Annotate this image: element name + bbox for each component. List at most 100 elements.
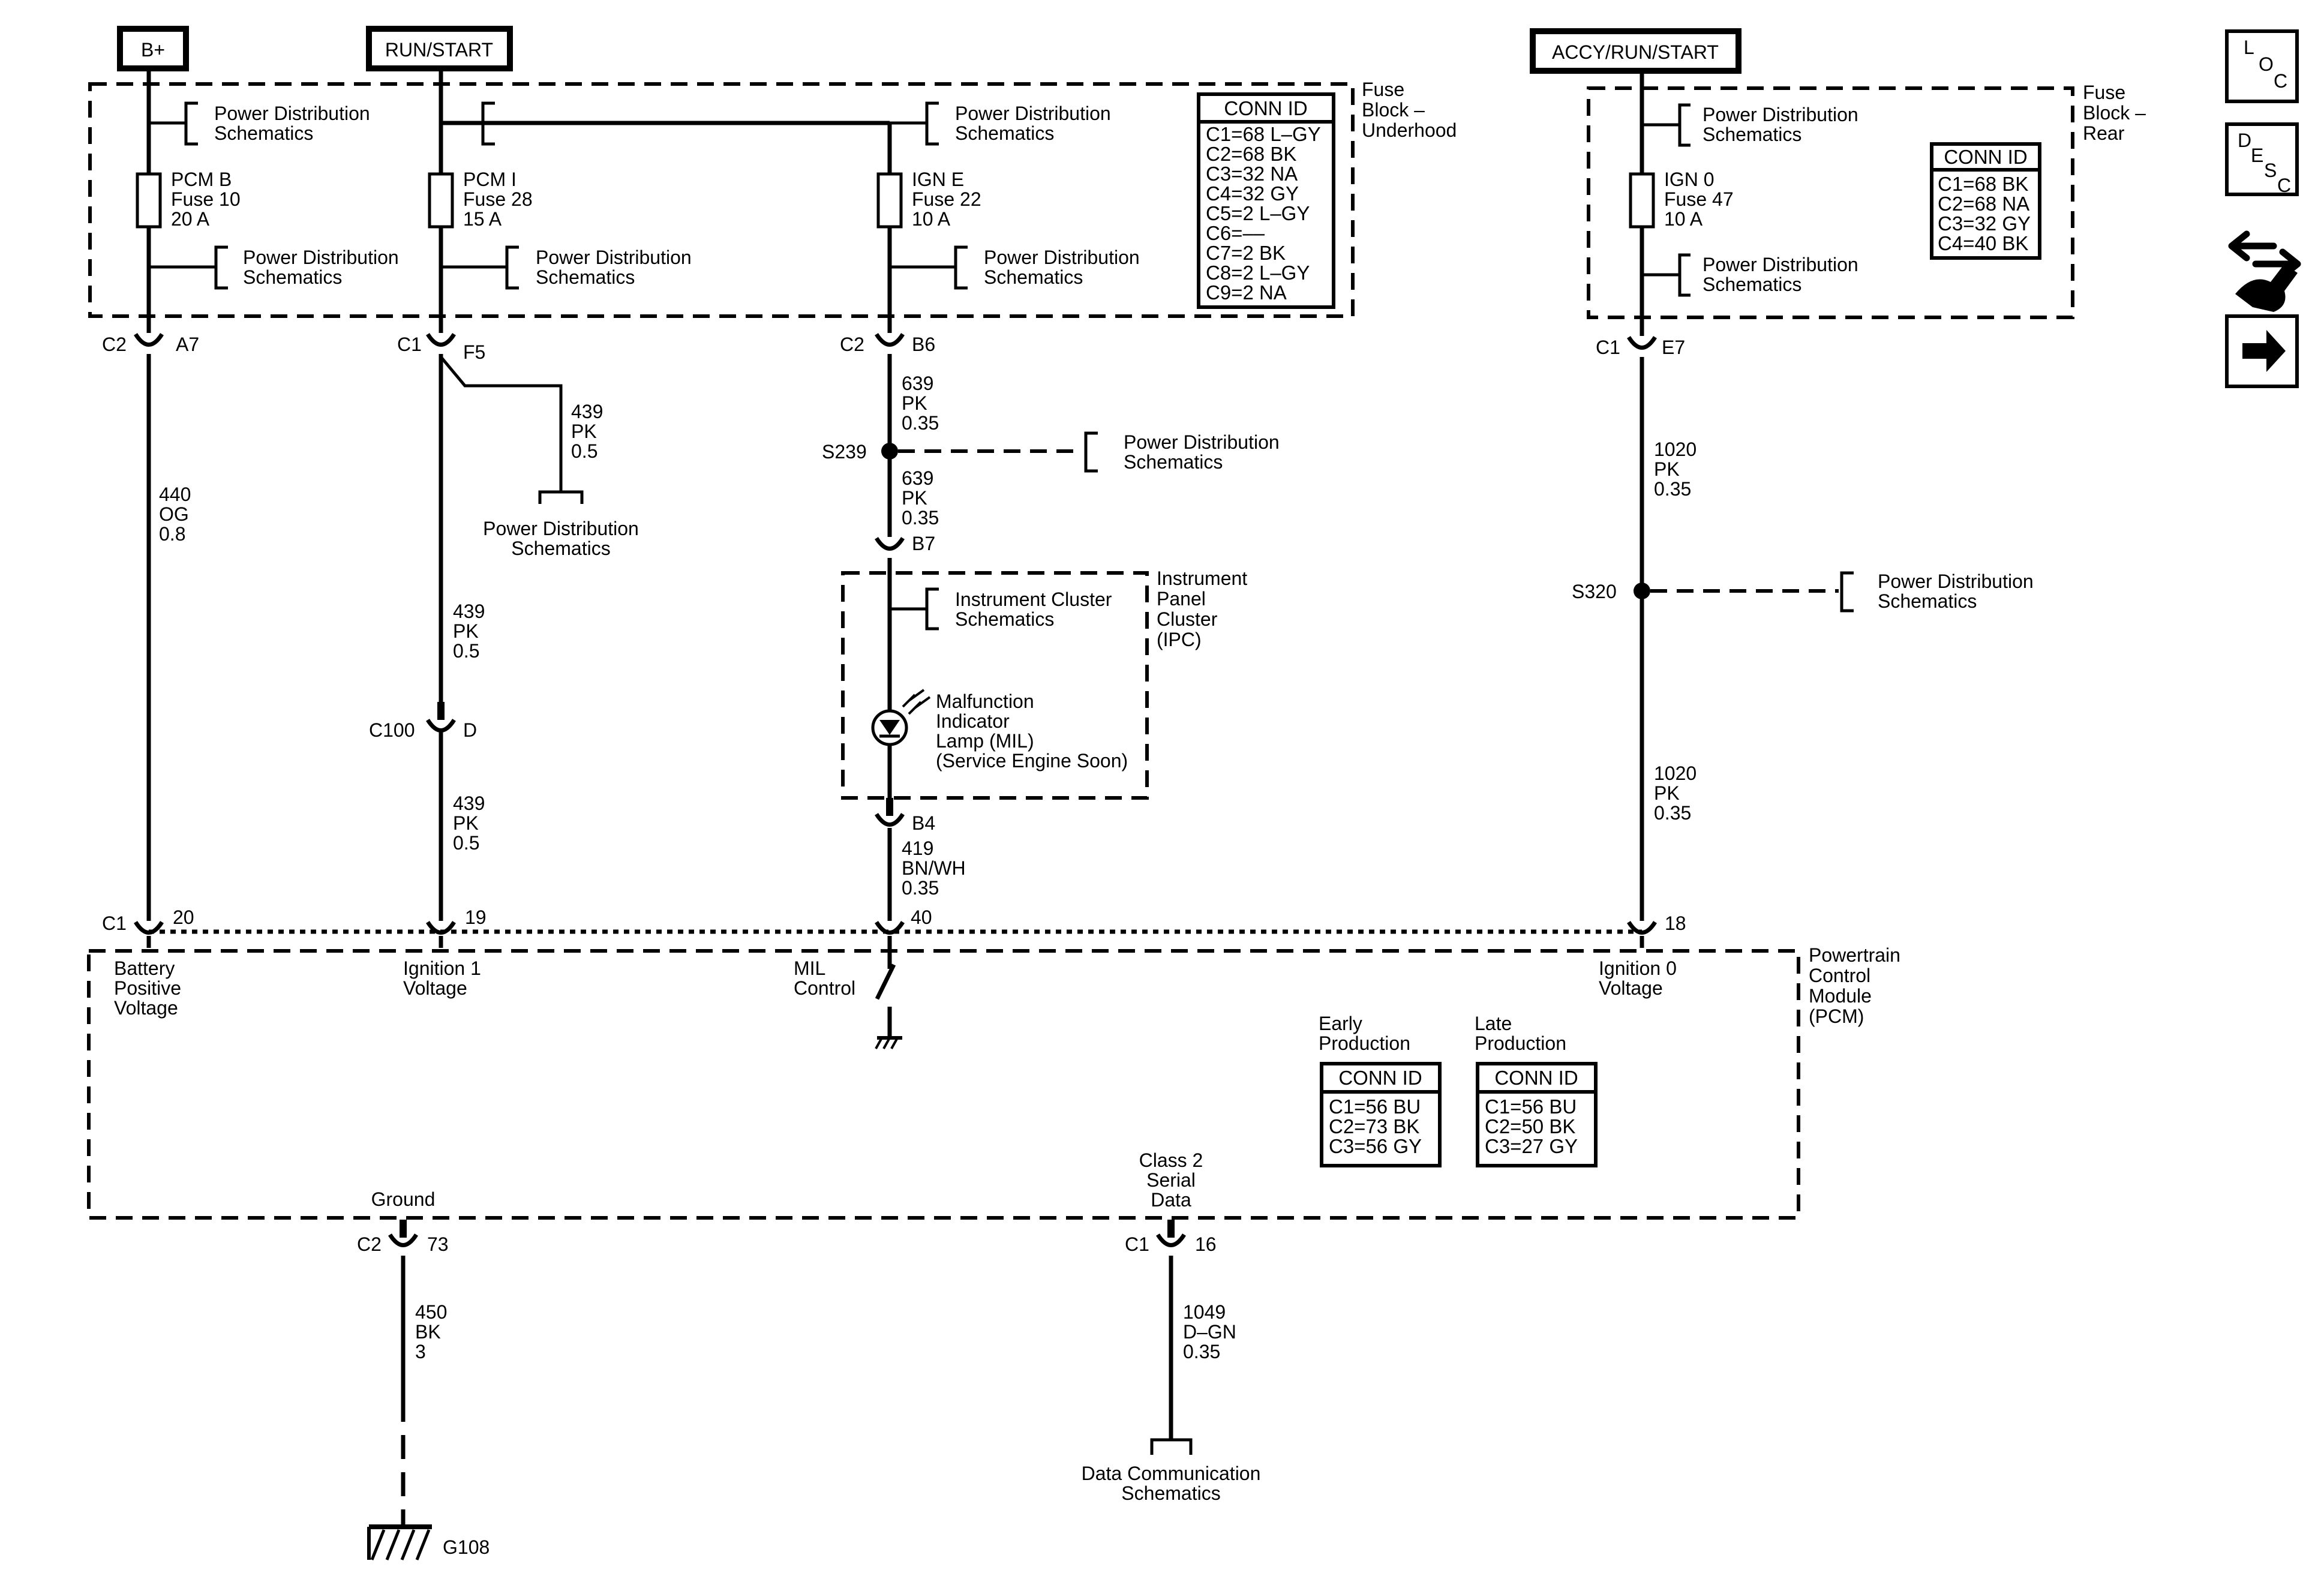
svg-text:0.5: 0.5: [453, 832, 479, 854]
svg-text:Data Communication: Data Communication: [1082, 1463, 1261, 1484]
svg-text:0.5: 0.5: [571, 440, 597, 462]
svg-text:Schematics: Schematics: [1121, 1482, 1220, 1504]
svg-text:IGN 0: IGN 0: [1664, 169, 1715, 190]
svg-text:C2=68 NA: C2=68 NA: [1938, 193, 2029, 215]
svg-text:(Service Engine Soon): (Service Engine Soon): [936, 750, 1128, 772]
svg-text:0.35: 0.35: [902, 877, 939, 899]
svg-text:C: C: [2274, 70, 2287, 92]
svg-text:PK: PK: [453, 620, 479, 642]
svg-text:Voltage: Voltage: [1599, 977, 1663, 999]
svg-text:C2=50 BK: C2=50 BK: [1485, 1115, 1575, 1137]
svg-text:Data: Data: [1151, 1189, 1191, 1211]
svg-text:C5=2 L–GY: C5=2 L–GY: [1206, 202, 1310, 224]
svg-text:0.35: 0.35: [1654, 478, 1691, 500]
svg-text:O: O: [2259, 53, 2274, 75]
svg-text:639: 639: [902, 373, 933, 394]
svg-text:Fuse 22: Fuse 22: [912, 188, 981, 210]
svg-text:10 A: 10 A: [912, 208, 951, 230]
fuse-block-rear: Fuse Block – Rear CONN ID C1=68 BK C2=68…: [1587, 82, 2146, 319]
svg-text:439: 439: [453, 792, 485, 814]
svg-text:1020: 1020: [1654, 439, 1697, 460]
conn-id-table-rear: CONN ID C1=68 BK C2=68 NA C3=32 GY C4=40…: [1930, 142, 2041, 260]
svg-text:Positive: Positive: [114, 977, 181, 999]
svg-text:BN/WH: BN/WH: [902, 857, 966, 879]
svg-text:(IPC): (IPC): [1157, 629, 1202, 650]
svg-text:G108: G108: [443, 1536, 490, 1558]
svg-text:Schematics: Schematics: [214, 122, 313, 144]
circuit-battery-positive: Power Distribution Schematics PCM B Fuse…: [102, 68, 399, 921]
svg-text:PK: PK: [1654, 458, 1680, 480]
svg-text:0.5: 0.5: [453, 640, 479, 662]
svg-text:F5: F5: [463, 341, 485, 363]
svg-text:Schematics: Schematics: [1124, 451, 1223, 473]
fuse-pcm-b: [136, 172, 162, 229]
svg-text:PK: PK: [1654, 782, 1680, 804]
mil-lamp-icon: [871, 689, 931, 746]
svg-text:C8=2 L–GY: C8=2 L–GY: [1206, 262, 1310, 284]
svg-text:Power Distribution: Power Distribution: [1703, 254, 1858, 275]
power-source-accy-run-start: ACCY/RUN/START: [1530, 28, 1742, 74]
svg-text:C1=68 BK: C1=68 BK: [1938, 173, 2028, 195]
desc-icon[interactable]: D E S C: [2225, 122, 2299, 196]
connector-repair-icon[interactable]: [2228, 230, 2301, 312]
svg-text:20 A: 20 A: [171, 208, 210, 230]
svg-text:Fuse: Fuse: [1362, 79, 1404, 100]
svg-text:C3=32 GY: C3=32 GY: [1938, 212, 2031, 235]
circuit-ignition-1: PCM I Fuse 28 15 A Power Distribution Sc…: [369, 68, 692, 921]
svg-text:CONN ID: CONN ID: [1338, 1067, 1422, 1089]
svg-text:Power Distribution: Power Distribution: [1703, 104, 1858, 125]
svg-text:1049: 1049: [1183, 1301, 1226, 1323]
fuse-ign-e: [876, 172, 903, 229]
svg-text:73: 73: [427, 1233, 449, 1255]
circuit-class2-data: C1 16 1049 D–GN 0.35 Data Communication …: [1082, 1220, 1261, 1504]
svg-text:20: 20: [173, 906, 194, 928]
svg-text:E7: E7: [1662, 337, 1685, 358]
svg-text:E: E: [2251, 145, 2263, 166]
svg-text:Power Distribution: Power Distribution: [1878, 571, 2034, 592]
svg-text:BK: BK: [415, 1321, 441, 1343]
svg-text:C2=73 BK: C2=73 BK: [1329, 1115, 1419, 1137]
svg-text:Rear: Rear: [2083, 122, 2125, 144]
svg-text:CONN ID: CONN ID: [1494, 1067, 1578, 1089]
svg-text:Fuse: Fuse: [2083, 82, 2125, 103]
svg-text:A7: A7: [176, 334, 199, 355]
svg-text:16: 16: [1195, 1233, 1217, 1255]
svg-text:Power Distribution: Power Distribution: [214, 103, 370, 124]
svg-text:Battery: Battery: [114, 957, 175, 979]
pcm-connector-c1: C1 20 19 40 18: [102, 906, 1686, 954]
svg-text:PK: PK: [571, 421, 597, 442]
svg-text:ACCY/RUN/START: ACCY/RUN/START: [1552, 41, 1719, 63]
svg-text:0.35: 0.35: [1654, 802, 1691, 824]
svg-text:0.35: 0.35: [1183, 1341, 1220, 1362]
svg-text:CONN ID: CONN ID: [1224, 97, 1307, 119]
next-page-arrow-icon[interactable]: [2225, 314, 2299, 388]
svg-text:C1: C1: [1125, 1233, 1149, 1255]
svg-text:Power Distribution: Power Distribution: [984, 247, 1140, 268]
svg-text:C2: C2: [102, 334, 127, 355]
svg-text:D–GN: D–GN: [1183, 1321, 1236, 1343]
loc-icon[interactable]: L O C: [2225, 29, 2299, 103]
svg-text:Class 2: Class 2: [1139, 1149, 1203, 1171]
svg-text:Ignition 0: Ignition 0: [1599, 957, 1677, 979]
svg-text:C9=2 NA: C9=2 NA: [1206, 281, 1287, 304]
svg-text:Voltage: Voltage: [403, 977, 467, 999]
svg-text:PCM B: PCM B: [171, 169, 232, 190]
svg-text:C2: C2: [357, 1233, 382, 1255]
svg-text:L: L: [2244, 37, 2254, 58]
svg-text:Block –: Block –: [2083, 102, 2146, 124]
svg-text:419: 419: [902, 837, 933, 859]
svg-text:40: 40: [911, 906, 932, 928]
svg-text:S: S: [2264, 160, 2277, 181]
svg-text:Power Distribution: Power Distribution: [955, 103, 1111, 124]
svg-text:C1: C1: [1596, 337, 1620, 358]
svg-text:C1=56 BU: C1=56 BU: [1329, 1095, 1421, 1118]
svg-text:C4=32 GY: C4=32 GY: [1206, 182, 1299, 205]
svg-text:Fuse 10: Fuse 10: [171, 188, 241, 210]
svg-text:Fuse 47: Fuse 47: [1664, 188, 1734, 210]
svg-text:Ignition 1: Ignition 1: [403, 957, 481, 979]
svg-text:Panel: Panel: [1157, 588, 1206, 610]
svg-text:C1=68 L–GY: C1=68 L–GY: [1206, 123, 1321, 145]
svg-text:PK: PK: [453, 812, 479, 834]
svg-text:Late: Late: [1475, 1013, 1512, 1034]
svg-text:B7: B7: [912, 533, 935, 554]
